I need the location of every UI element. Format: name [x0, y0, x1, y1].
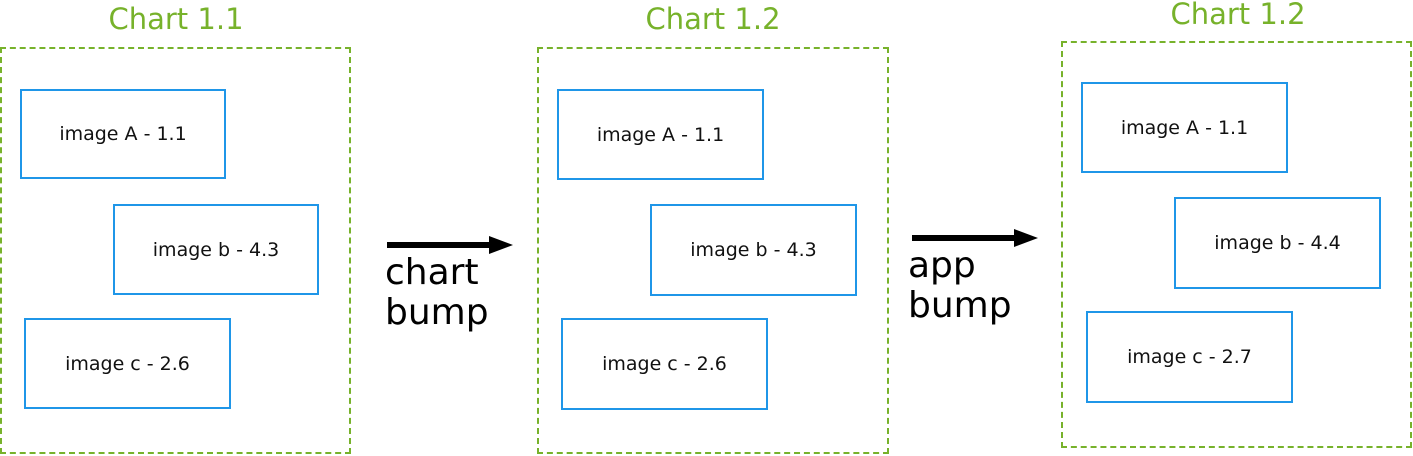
chart-box-2: [537, 47, 889, 454]
image-b-box: image b - 4.3: [113, 204, 319, 295]
transition-label-line2: bump: [385, 292, 489, 333]
transition-label-line1: app: [908, 245, 976, 286]
right-arrow-icon: [387, 236, 513, 254]
image-b-box: image b - 4.4: [1174, 197, 1381, 289]
transition-label-app-bump: app bump: [908, 246, 1012, 326]
chart-title-3: Chart 1.2: [1170, 0, 1306, 31]
chart-title-1: Chart 1.1: [108, 2, 244, 36]
image-a-box: image A - 1.1: [20, 89, 226, 179]
transition-label-line2: bump: [908, 285, 1012, 326]
chart-box-1: [0, 47, 351, 454]
chart-title-2: Chart 1.2: [645, 2, 781, 36]
image-a-box: image A - 1.1: [557, 89, 764, 180]
image-c-box: image c - 2.6: [24, 318, 231, 409]
image-c-box: image c - 2.6: [561, 318, 768, 410]
transition-label-chart-bump: chart bump: [385, 253, 489, 333]
transition-label-line1: chart: [385, 252, 479, 293]
right-arrow-icon: [912, 229, 1038, 247]
chart-box-3: [1061, 41, 1412, 448]
image-c-box: image c - 2.7: [1086, 311, 1293, 403]
image-b-box: image b - 4.3: [650, 204, 857, 296]
image-a-box: image A - 1.1: [1081, 82, 1288, 173]
